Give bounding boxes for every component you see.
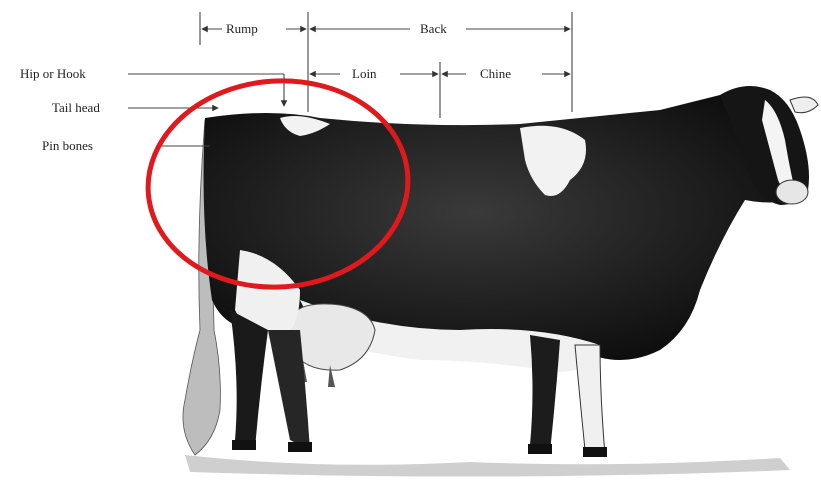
label-tail-head: Tail head [52, 100, 100, 115]
label-hip-or-hook: Hip or Hook [20, 66, 86, 81]
label-chine: Chine [480, 66, 511, 81]
label-loin: Loin [352, 66, 377, 81]
hoof-3 [528, 444, 552, 454]
front-leg-right [575, 345, 605, 455]
ground-shadow [185, 455, 790, 477]
cow-ear [790, 97, 818, 113]
label-pin-bones: Pin bones [42, 138, 93, 153]
hoof-2 [288, 442, 312, 452]
hoof-1 [232, 440, 256, 450]
hind-leg-left [230, 310, 268, 448]
label-rump: Rump [226, 21, 258, 36]
cow-muzzle [776, 180, 808, 204]
label-back: Back [420, 21, 447, 36]
hoof-4 [583, 447, 607, 457]
cow-illustration [183, 86, 818, 477]
front-leg-left [530, 335, 560, 452]
